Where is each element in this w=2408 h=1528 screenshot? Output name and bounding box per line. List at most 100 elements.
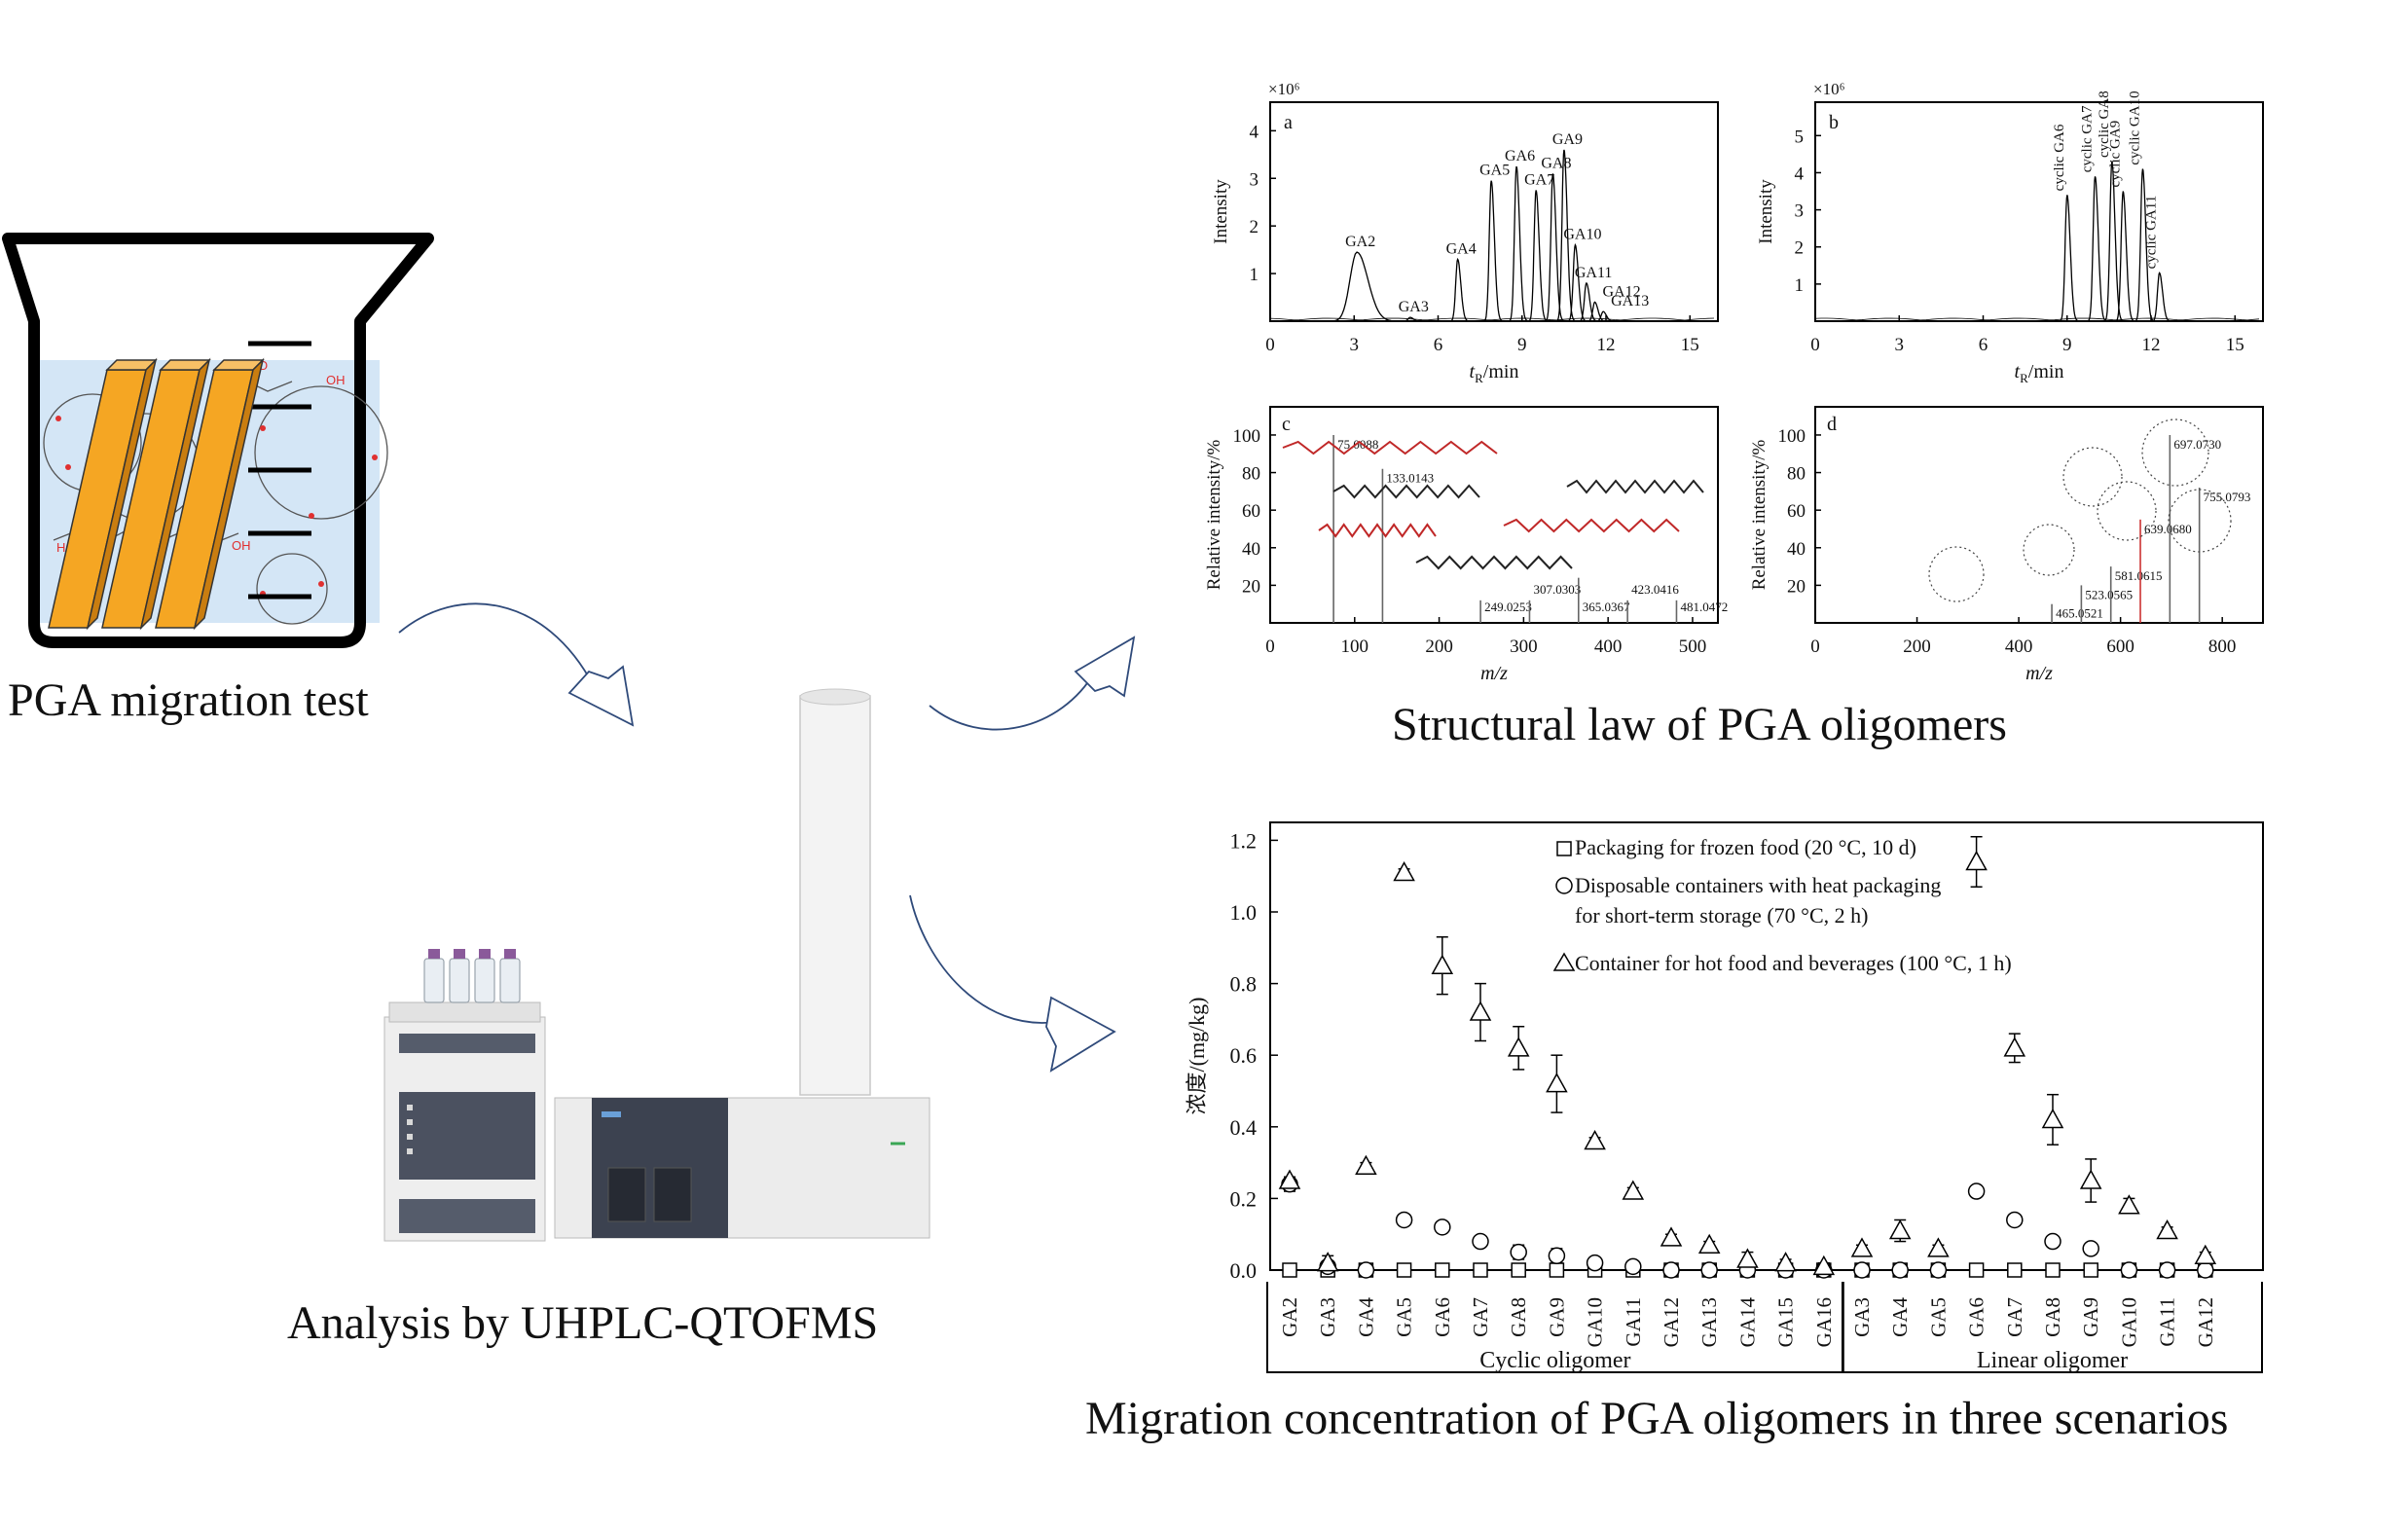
point-triangle	[1774, 1252, 1797, 1272]
x-axis-label: m/z	[2025, 663, 2053, 684]
panel-b-frame	[1814, 101, 2264, 322]
group-label: Linear oligomer	[1977, 1348, 2128, 1373]
point-triangle	[2194, 1244, 2217, 1265]
point-circle	[1510, 1243, 1527, 1261]
fragment-structure	[1318, 523, 1437, 538]
x-tick-label: 15	[2226, 335, 2244, 355]
x-tick-label: 500	[1679, 637, 1707, 657]
y-tick-label: 20	[1787, 576, 1806, 597]
chromatogram-peak	[1482, 180, 1503, 322]
fragment-structure	[1503, 518, 1680, 533]
lc-vials	[407, 1105, 413, 1154]
cyclic-oligomer-structure	[2141, 418, 2209, 487]
legend-label: Disposable containers with heat packagin…	[1575, 873, 1941, 897]
point-circle	[2197, 1261, 2214, 1279]
panel-b-scale: ×10⁶	[1813, 80, 1845, 98]
tof-flight-tube	[799, 695, 871, 1096]
x-tick-label: 0	[1810, 335, 1820, 355]
legend-triangle	[1552, 952, 1576, 971]
x-tick-label: 100	[1341, 637, 1369, 657]
peak-label: cyclic GA8	[2097, 91, 2112, 158]
chromatogram-peak	[1449, 257, 1470, 322]
y-tick-label: 40	[1242, 539, 1260, 560]
x-tick-label: 200	[1903, 637, 1931, 657]
point-triangle	[2118, 1194, 2140, 1215]
point-triangle	[2041, 1108, 2064, 1129]
x-category-label: GA5	[1393, 1297, 1416, 1337]
ms-peak-label: 423.0416	[1631, 582, 1679, 597]
x-tick-label: 800	[2208, 637, 2237, 657]
y-tick-label: 80	[1242, 464, 1260, 485]
ms-peak-label: 523.0565	[2085, 587, 2133, 601]
peak-label: GA5	[1479, 163, 1510, 179]
x-category-label: GA15	[1774, 1297, 1798, 1347]
ms-peak-label: 133.0143	[1386, 471, 1434, 486]
peak-label: GA2	[1345, 234, 1375, 250]
cyclic-oligomer-structure	[2062, 447, 2123, 507]
x-category-label: GA4	[1888, 1297, 1912, 1337]
arrow-instrument-to-structural	[929, 636, 1136, 731]
point-triangle	[1622, 1180, 1645, 1200]
y-tick-label: 2	[1250, 217, 1259, 237]
chromatogram-peak	[2134, 168, 2154, 322]
oh-label: OH	[232, 538, 251, 553]
x-tick-label: 6	[1979, 335, 1988, 355]
point-circle	[1967, 1182, 1986, 1200]
y-axis-label: 浓度/(mg/kg)	[1185, 998, 1209, 1115]
point-circle	[2158, 1261, 2176, 1279]
point-circle	[1586, 1254, 1604, 1272]
x-category-label: GA2	[1278, 1297, 1301, 1337]
solvent-bottles	[423, 958, 521, 1003]
y-tick-label: 1.0	[1230, 900, 1258, 925]
peak-label: cyclic GA9	[2107, 121, 2123, 188]
y-tick-label: 3	[1250, 169, 1259, 190]
point-circle	[1929, 1261, 1948, 1279]
point-square	[1396, 1262, 1412, 1278]
y-tick-label: 60	[1787, 501, 1806, 522]
panel-a-letter: a	[1284, 112, 1293, 133]
peak-label: GA3	[1399, 299, 1429, 315]
x-tick-label: 6	[1434, 335, 1443, 355]
ms-peak-label: 365.0367	[1583, 600, 1630, 614]
panel-a-scale: ×10⁶	[1268, 80, 1300, 98]
chromatogram-peak	[2086, 176, 2106, 322]
peak-label: GA12	[1603, 283, 1641, 300]
peak-label: GA7	[1524, 171, 1554, 188]
x-tick-label: 0	[1810, 637, 1820, 657]
peak-label: cyclic GA11	[2144, 196, 2160, 270]
peak-label: GA9	[1552, 131, 1583, 148]
y-tick-label: 100	[1778, 426, 1806, 447]
x-category-label: GA14	[1735, 1297, 1759, 1348]
point-triangle	[2156, 1219, 2178, 1240]
oh-label-top: OH	[326, 373, 346, 387]
x-tick-label: 600	[2106, 637, 2134, 657]
x-category-label: GA5	[1926, 1297, 1950, 1337]
panel-c-frame	[1269, 406, 1719, 624]
peak-label: GA8	[1541, 155, 1571, 171]
point-circle	[1472, 1232, 1489, 1251]
ms-peak-label: 307.0303	[1533, 582, 1581, 597]
cyclic-oligomer-structure	[2097, 481, 2157, 541]
x-tick-label: 3	[1895, 335, 1905, 355]
point-triangle	[1431, 954, 1454, 974]
chromatogram-peak	[2151, 272, 2171, 322]
x-category-label: GA7	[1469, 1297, 1492, 1337]
x-axis-label-sub: R	[1475, 371, 1483, 385]
y-axis-label: Intensity	[1211, 179, 1231, 244]
o-label: O	[258, 358, 268, 373]
y-tick-label: 100	[1233, 426, 1261, 447]
y-tick-label: 5	[1795, 127, 1805, 147]
panel-a-frame	[1269, 101, 1719, 322]
x-category-label: GA4	[1354, 1297, 1377, 1337]
point-triangle	[1393, 860, 1415, 882]
bottle-caps	[428, 949, 516, 959]
peak-label: GA10	[1563, 227, 1601, 243]
point-circle	[1395, 1211, 1413, 1229]
x-category-label: GA3	[1316, 1297, 1339, 1337]
x-category-label: GA6	[1431, 1297, 1454, 1337]
point-square	[1435, 1262, 1450, 1278]
x-tick-label: 200	[1425, 637, 1453, 657]
caption-analysis: Analysis by UHPLC-QTOFMS	[287, 1297, 878, 1349]
peak-label: cyclic GA7	[2080, 105, 2096, 172]
